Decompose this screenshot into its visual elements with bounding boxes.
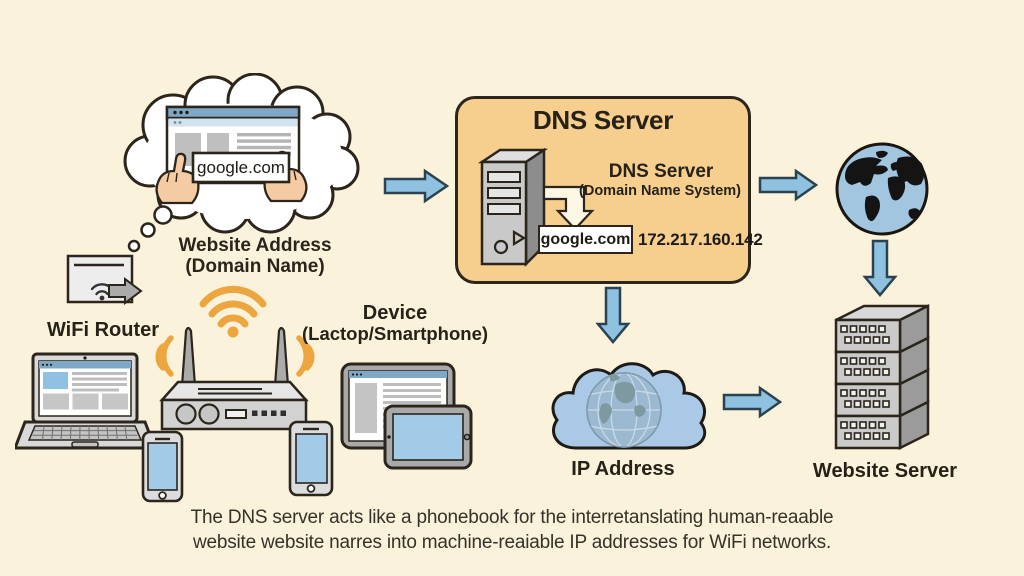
modem-icon <box>66 254 143 305</box>
domain-name-box: google.com <box>538 225 633 254</box>
dns-subtitle-line2: (Domain Name System) <box>579 183 741 199</box>
arrow-right-icon <box>758 168 819 202</box>
caption-line2: website website narres into machine-reai… <box>192 531 832 553</box>
arrow-right-icon <box>383 168 450 204</box>
website-address-label: Website Address (Domain Name) <box>178 235 332 277</box>
laptop-icon <box>15 352 155 450</box>
caption: The DNS server acts like a phonebook for… <box>0 506 1024 555</box>
wifi-signal-icon <box>199 285 267 328</box>
globe-icon <box>835 142 929 236</box>
modem-arrow-icon <box>108 277 143 305</box>
server-rack-icon <box>834 303 930 451</box>
device-label: Device (Lactop/Smartphone) <box>301 302 489 345</box>
ip-address-label: IP Address <box>571 458 675 480</box>
arrow-right-icon <box>722 385 783 419</box>
thought-dots-icon <box>127 205 173 253</box>
caption-line1: The DNS server acts like a phonebook for… <box>190 507 834 528</box>
dns-server-box: DNS Server DNS Server (Domain Name Syste… <box>455 96 763 284</box>
lookup-arrow-icon <box>542 185 595 231</box>
ip-cloud-icon <box>551 362 707 450</box>
antenna-icon <box>273 326 290 388</box>
dns-subtitle-line1: DNS Server <box>608 161 714 182</box>
dns-box-title: DNS Server <box>532 105 674 135</box>
tablet-icon <box>340 362 473 470</box>
thought-cloud-icon <box>123 73 360 234</box>
ip-address-value: 172.217.160.142 <box>638 230 763 249</box>
router-icon <box>155 285 315 431</box>
smartphone-icon <box>141 430 184 503</box>
wifi-router-label: WiFi Router <box>46 319 160 341</box>
arrow-down-icon <box>595 286 631 344</box>
website-server-label: Website Server <box>812 460 958 482</box>
antenna-icon <box>180 326 197 388</box>
smartphone-icon <box>288 420 334 497</box>
arrow-down-icon <box>862 239 898 297</box>
wifi-side-waves-icon <box>155 335 315 377</box>
thought-url-text: google.com <box>197 158 285 177</box>
